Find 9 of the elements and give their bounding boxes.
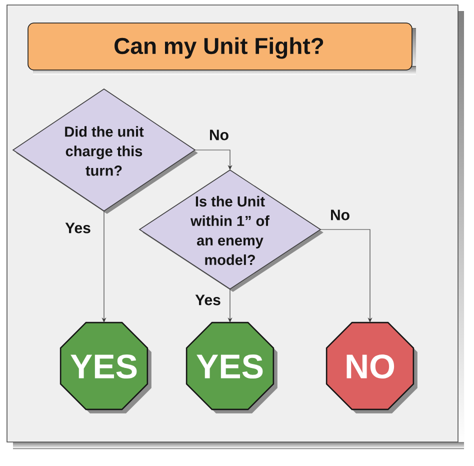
edge-label: No [329,208,351,222]
result-octagon: YES [186,322,278,414]
arrow [194,150,232,170]
edge-label: Yes [194,294,222,306]
edge-label: Yes [64,222,92,234]
result-octagon: YES [60,322,152,414]
edge-label: No [208,128,230,142]
title-banner: Can my Unit Fight? [28,22,416,75]
result-octagon: NO [326,322,418,414]
